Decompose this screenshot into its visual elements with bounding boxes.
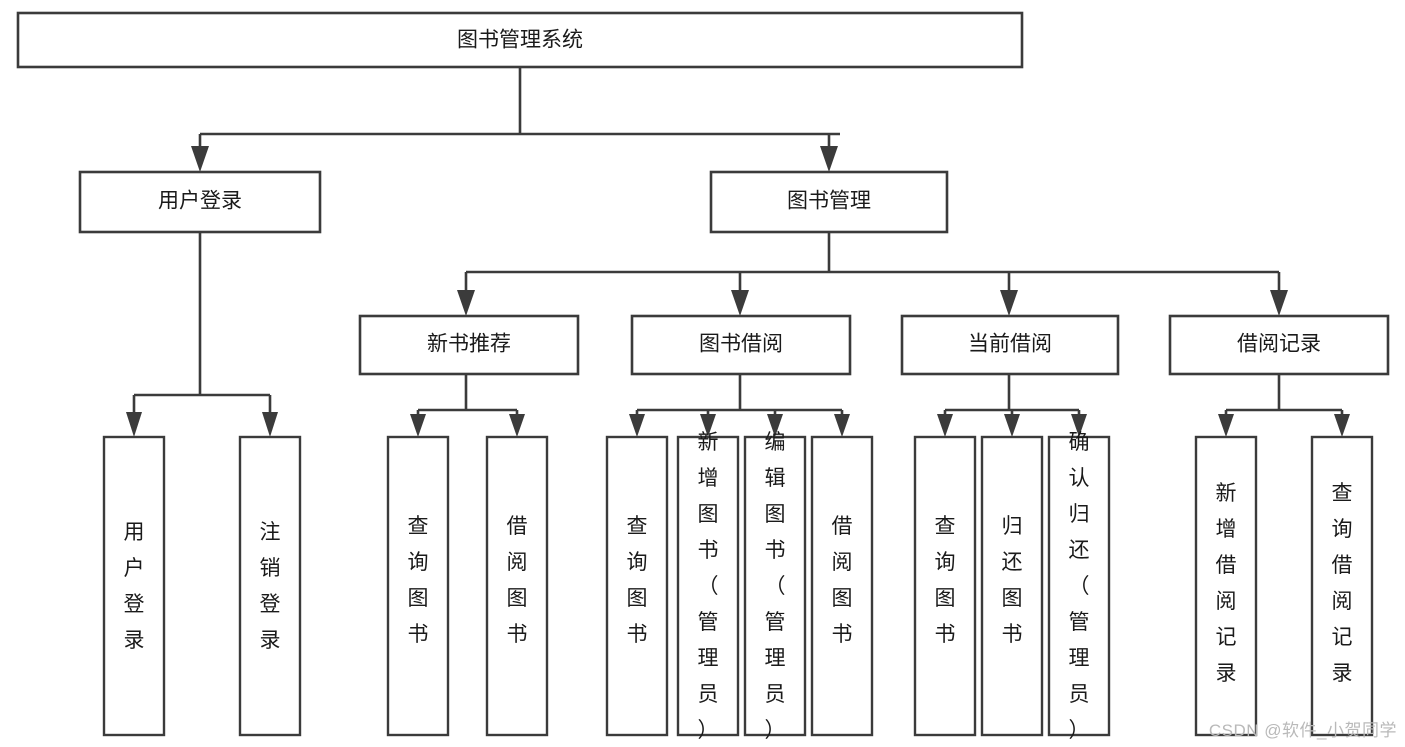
node-leaf-confirm-return-admin-label: 确认归还（管理员） — [1069, 431, 1090, 742]
node-user-login-label: 用户登录 — [158, 190, 242, 213]
connector-group-user-login — [126, 232, 278, 437]
connector-group-current-borrow — [937, 374, 1087, 437]
node-leaf-add-borrow-record-box[interactable] — [1194, 435, 1258, 737]
node-leaf-edit-book-admin[interactable]: 编辑图书（管理员） — [743, 431, 807, 742]
node-user-login[interactable]: 用户登录 — [78, 170, 322, 234]
node-leaf-add-book-admin-box[interactable] — [676, 435, 740, 737]
node-leaf-query-borrow-record-box[interactable] — [1310, 435, 1374, 737]
node-leaf-cur-query-book[interactable]: 查询图书 — [913, 435, 977, 737]
node-leaf-user-logout[interactable]: 注销登录 — [238, 435, 302, 737]
node-new-book-rec-box[interactable] — [358, 314, 580, 376]
node-borrow-record[interactable]: 借阅记录 — [1168, 314, 1390, 376]
arrow-cb-leaf-2-icon — [1004, 414, 1020, 437]
node-leaf-add-book-admin[interactable]: 新增图书（管理员） — [676, 431, 740, 742]
connector-group-new-book-rec — [410, 374, 525, 437]
node-leaf-confirm-return-admin[interactable]: 确认归还（管理员） — [1047, 431, 1111, 742]
arrow-bb-leaf-3-icon — [767, 414, 783, 437]
node-leaf-add-borrow-record[interactable]: 新增借阅记录 — [1194, 435, 1258, 737]
node-new-book-rec-label: 新书推荐 — [427, 333, 511, 356]
arrow-bb-leaf-4-icon — [834, 414, 850, 437]
node-leaf-cur-query-book-label: 查询图书 — [935, 515, 956, 646]
arrow-nbr-leaf-2-icon — [509, 414, 525, 437]
node-current-borrow-box[interactable] — [900, 314, 1120, 376]
node-leaf-rec-borrow-book-label: 借阅图书 — [507, 515, 528, 646]
node-leaf-return-book-box[interactable] — [980, 435, 1044, 737]
node-leaf-query-borrow-record[interactable]: 查询借阅记录 — [1310, 435, 1374, 737]
arrow-cb-leaf-1-icon — [937, 414, 953, 437]
node-leaf-borrow-query-book-label: 查询图书 — [627, 515, 648, 646]
node-book-borrow[interactable]: 图书借阅 — [630, 314, 852, 376]
node-book-manage-label: 图书管理 — [787, 190, 871, 213]
node-root[interactable]: 图书管理系统 — [16, 11, 1024, 69]
connector-group-borrow-record — [1218, 374, 1350, 437]
connector-group-book-manage — [457, 232, 1288, 316]
node-leaf-return-book[interactable]: 归还图书 — [980, 435, 1044, 737]
node-book-borrow-box[interactable] — [630, 314, 852, 376]
arrow-br-leaf-1-icon — [1218, 414, 1234, 437]
arrow-br-leaf-2-icon — [1334, 414, 1350, 437]
connector-group-root — [191, 67, 840, 172]
node-leaf-add-borrow-record-label: 新增借阅记录 — [1216, 482, 1237, 685]
node-leaf-return-book-label: 归还图书 — [1002, 515, 1023, 646]
node-leaf-rec-borrow-book-box[interactable] — [485, 435, 549, 737]
arrow-bm-to-current-borrow-icon — [1000, 290, 1018, 316]
node-current-borrow[interactable]: 当前借阅 — [900, 314, 1120, 376]
node-leaf-edit-book-admin-box[interactable] — [743, 435, 807, 737]
node-user-login-box[interactable] — [78, 170, 322, 234]
node-book-manage-box[interactable] — [709, 170, 949, 234]
arrow-bb-leaf-2-icon — [700, 414, 716, 437]
arrow-bm-to-borrow-record-icon — [1270, 290, 1288, 316]
node-leaf-user-login[interactable]: 用户登录 — [102, 435, 166, 737]
arrow-root-to-book-manage-icon — [820, 146, 838, 172]
node-leaf-edit-book-admin-label: 编辑图书（管理员） — [765, 431, 786, 742]
node-leaf-rec-query-book-box[interactable] — [386, 435, 450, 737]
arrow-bm-to-new-book-rec-icon — [457, 290, 475, 316]
node-leaf-borrow-book-label: 借阅图书 — [832, 515, 853, 646]
node-leaf-borrow-book[interactable]: 借阅图书 — [810, 435, 874, 737]
connector-group-book-borrow — [629, 374, 850, 437]
arrow-bm-to-book-borrow-icon — [731, 290, 749, 316]
node-leaf-cur-query-book-box[interactable] — [913, 435, 977, 737]
arrow-bb-leaf-1-icon — [629, 414, 645, 437]
node-root-box[interactable] — [16, 11, 1024, 69]
arrow-nbr-leaf-1-icon — [410, 414, 426, 437]
node-borrow-record-label: 借阅记录 — [1237, 333, 1321, 356]
node-leaf-rec-borrow-book[interactable]: 借阅图书 — [485, 435, 549, 737]
node-leaf-add-book-admin-label: 新增图书（管理员） — [698, 431, 719, 742]
node-current-borrow-label: 当前借阅 — [968, 333, 1052, 356]
arrow-cb-leaf-3-icon — [1071, 414, 1087, 437]
node-borrow-record-box[interactable] — [1168, 314, 1390, 376]
arrow-ul-leaf-2-icon — [262, 412, 278, 437]
node-leaf-confirm-return-admin-box[interactable] — [1047, 435, 1111, 737]
node-leaf-user-login-box[interactable] — [102, 435, 166, 737]
node-leaf-rec-query-book-label: 查询图书 — [408, 515, 429, 646]
node-leaf-borrow-query-book-box[interactable] — [605, 435, 669, 737]
node-leaf-user-logout-box[interactable] — [238, 435, 302, 737]
node-leaf-rec-query-book[interactable]: 查询图书 — [386, 435, 450, 737]
node-leaf-borrow-query-book[interactable]: 查询图书 — [605, 435, 669, 737]
node-leaf-user-logout-label: 注销登录 — [260, 521, 281, 652]
node-book-borrow-label: 图书借阅 — [699, 333, 783, 356]
node-new-book-rec[interactable]: 新书推荐 — [358, 314, 580, 376]
node-leaf-query-borrow-record-label: 查询借阅记录 — [1332, 482, 1353, 685]
node-leaf-user-login-label: 用户登录 — [124, 521, 145, 652]
node-root-label: 图书管理系统 — [457, 29, 583, 52]
arrow-root-to-user-login-icon — [191, 146, 209, 172]
node-book-manage[interactable]: 图书管理 — [709, 170, 949, 234]
node-leaf-borrow-book-box[interactable] — [810, 435, 874, 737]
arrow-ul-leaf-1-icon — [126, 412, 142, 437]
